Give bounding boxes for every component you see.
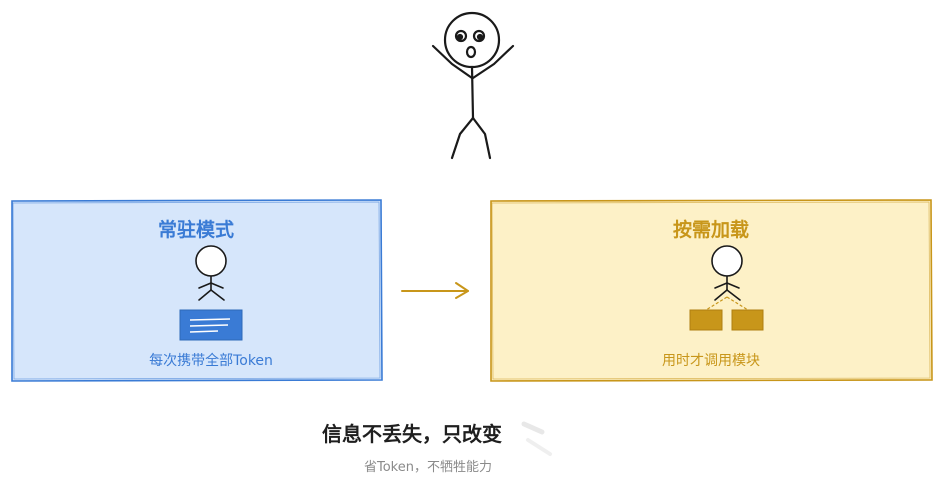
subline: 省Token，不牺牲能力: [364, 460, 492, 475]
on-demand-caption: 用时才调用模块: [662, 353, 760, 369]
resident-mode-box: [11, 199, 383, 382]
transition-arrow-icon: [401, 282, 469, 299]
resident-mode-title: 常驻模式: [158, 218, 234, 241]
user-stick-figure-icon: [711, 245, 743, 301]
surprised-stick-figure-icon: [431, 11, 515, 160]
full-token-document-icon: [179, 309, 243, 341]
on-demand-box: [490, 199, 933, 382]
resident-mode-caption: 每次携带全部Token: [149, 352, 273, 369]
user-stick-figure-icon: [195, 245, 227, 301]
module-connector-lines: [705, 296, 749, 311]
on-demand-title: 按需加载: [673, 218, 749, 241]
headline: 信息不丢失，只改变: [322, 422, 502, 446]
fade-overlay: [516, 410, 596, 482]
module-block-icon: [731, 309, 764, 331]
module-block-icon: [689, 309, 723, 331]
